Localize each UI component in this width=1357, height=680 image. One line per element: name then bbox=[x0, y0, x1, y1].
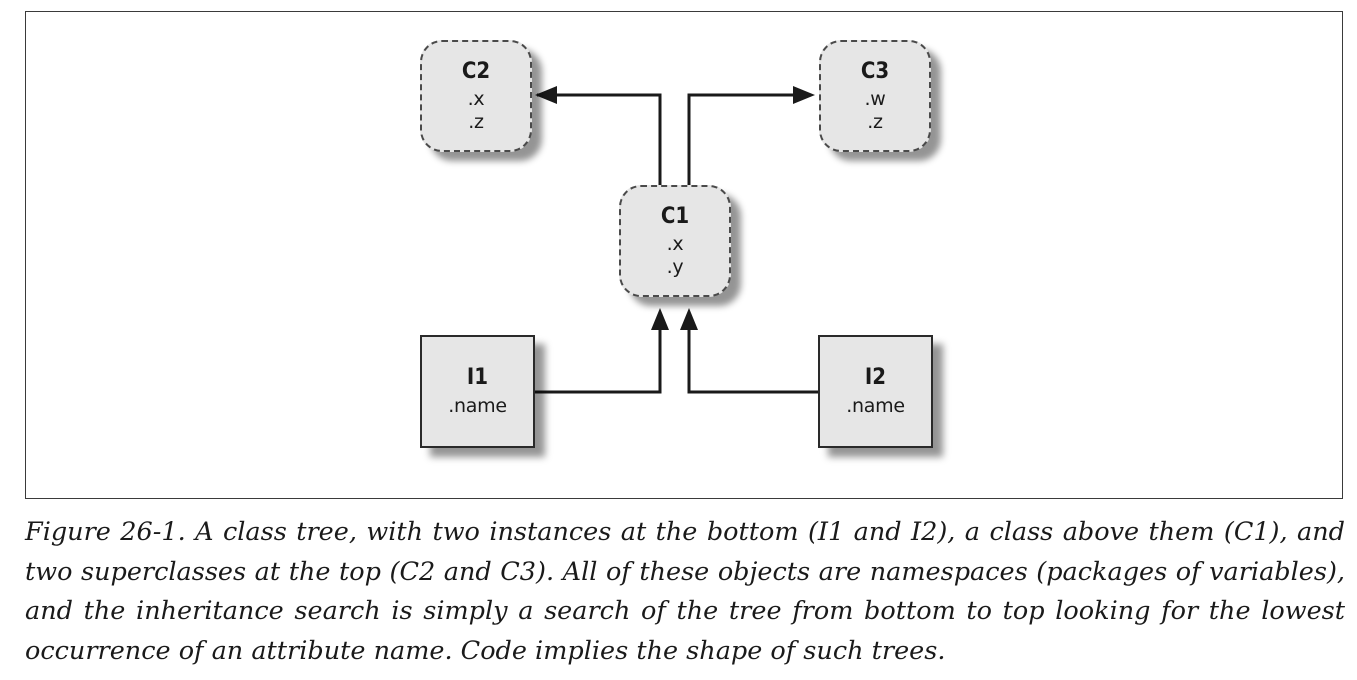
node-attribute: .w bbox=[864, 87, 886, 110]
node-attribute: .name bbox=[846, 394, 905, 417]
figure-caption: Figure 26-1. A class tree, with two inst… bbox=[25, 517, 1345, 666]
node-title: C2 bbox=[461, 58, 491, 84]
node-attribute: .z bbox=[468, 110, 484, 133]
node-attribute: .z bbox=[867, 110, 883, 133]
node-attribute: .x bbox=[666, 232, 684, 255]
node-attribute: .name bbox=[448, 394, 507, 417]
node-title: C1 bbox=[660, 203, 690, 229]
class-node-c1: C1 .x .y bbox=[619, 185, 731, 297]
node-attribute: .y bbox=[666, 255, 684, 278]
node-title: I2 bbox=[864, 365, 887, 391]
class-node-c3: C3 .w .z bbox=[819, 40, 931, 152]
node-title: C3 bbox=[860, 58, 890, 84]
instance-node-i2: I2 .name bbox=[818, 335, 933, 448]
instance-node-i1: I1 .name bbox=[420, 335, 535, 448]
node-title: I1 bbox=[466, 365, 489, 391]
node-attribute: .x bbox=[467, 87, 485, 110]
class-node-c2: C2 .x .z bbox=[420, 40, 532, 152]
